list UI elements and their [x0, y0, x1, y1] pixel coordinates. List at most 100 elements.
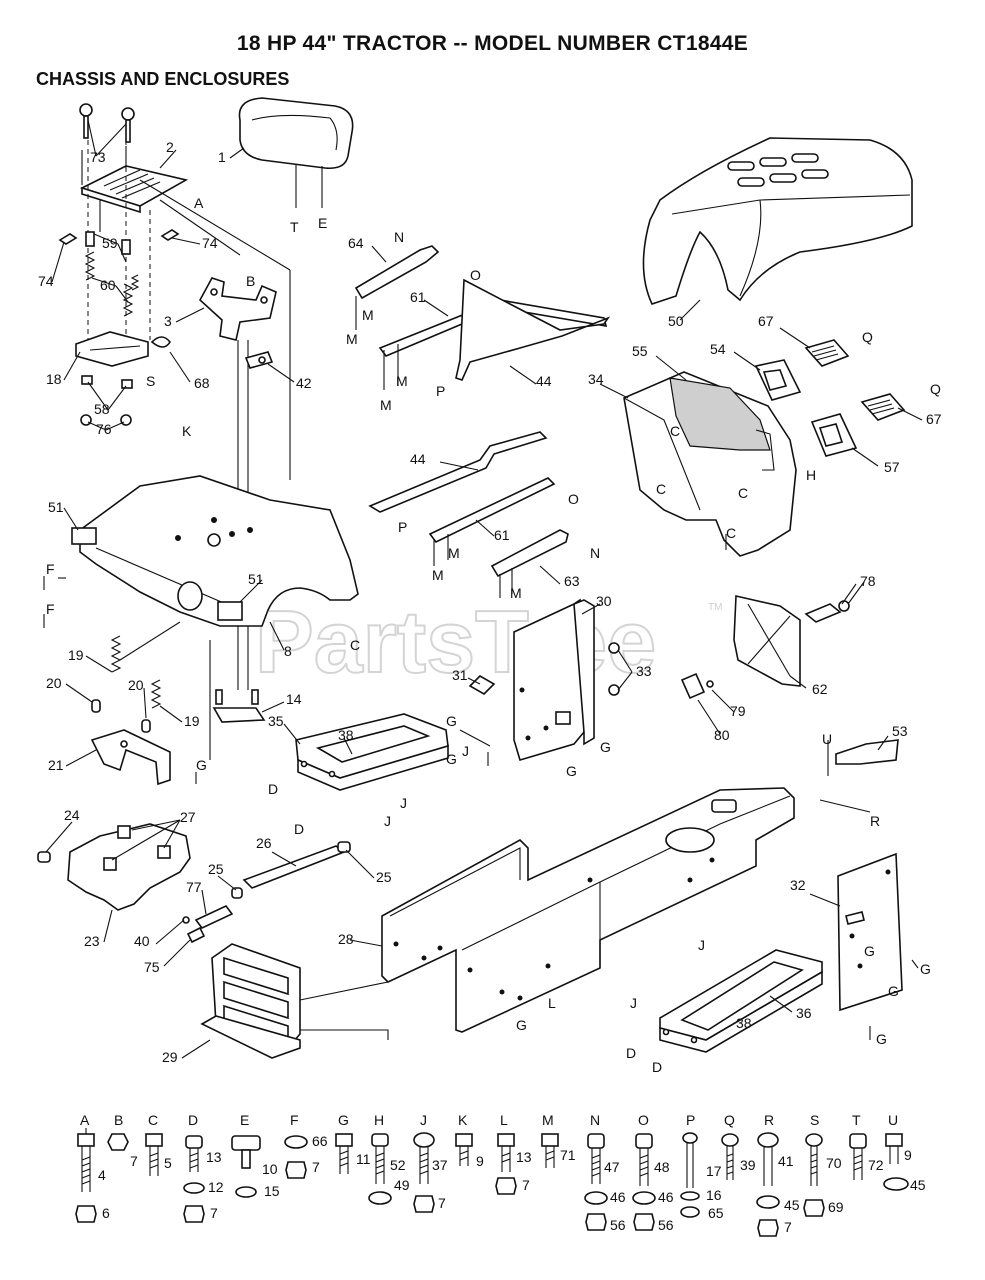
callout: 14	[286, 691, 302, 707]
key-part-number: 4	[98, 1167, 106, 1183]
callout-numbers: 1 2 3 8 14 18 19 19 20 20 21 23 24 25 25…	[38, 139, 942, 1065]
callout: 20	[46, 675, 62, 691]
ref-letter: J	[462, 743, 469, 759]
main-frame-part	[299, 787, 795, 1040]
callout: 58	[94, 401, 110, 417]
key-part-number: 46	[610, 1189, 626, 1205]
key-part-number: 17	[706, 1163, 722, 1179]
key-part-number: 16	[706, 1187, 722, 1203]
upper-brackets-part	[354, 245, 611, 390]
key-part-number: 37	[432, 1157, 448, 1173]
pedal-plate-part	[58, 103, 291, 480]
callout: 80	[714, 727, 730, 743]
key-part-number: 65	[708, 1205, 724, 1221]
callout: 73	[90, 149, 106, 165]
dash-trim-parts	[754, 339, 906, 457]
key-letter: G	[338, 1112, 349, 1128]
key-col-S	[803, 1133, 825, 1217]
hood-part	[642, 137, 913, 305]
key-col-C	[145, 1133, 163, 1176]
callout: 27	[180, 809, 196, 825]
key-col-G	[335, 1133, 353, 1174]
key-col-K	[455, 1133, 473, 1166]
key-col-E	[231, 1135, 261, 1198]
callout: 19	[68, 647, 84, 663]
ref-letter: G	[888, 983, 899, 999]
key-col-R	[756, 1132, 780, 1237]
ref-letter: D	[652, 1059, 662, 1075]
key-col-J	[413, 1132, 435, 1213]
callout: 67	[926, 411, 942, 427]
ref-letter: K	[182, 423, 192, 439]
key-col-D	[183, 1135, 205, 1223]
right-side-panel-part	[837, 852, 903, 1012]
key-part-number: 47	[604, 1159, 620, 1175]
callout: 24	[64, 807, 80, 823]
fender-part	[71, 475, 359, 760]
callout: 42	[296, 375, 312, 391]
key-part-number: 15	[264, 1183, 280, 1199]
key-col-B	[107, 1133, 129, 1151]
key-part-number: 70	[826, 1155, 842, 1171]
key-part-number: 69	[828, 1199, 844, 1215]
callout: 20	[128, 677, 144, 693]
front-bumper-part	[200, 943, 301, 1059]
key-part-number: 71	[560, 1147, 576, 1163]
ref-letter: C	[656, 481, 666, 497]
key-letter: A	[80, 1112, 90, 1128]
key-part-number: 49	[394, 1177, 410, 1193]
callout: 74	[202, 235, 218, 251]
ref-letter: C	[738, 485, 748, 501]
callout: 33	[636, 663, 652, 679]
callout: 54	[710, 341, 726, 357]
diagram-title: 18 HP 44" TRACTOR -- MODEL NUMBER CT1844…	[236, 32, 749, 55]
ref-letter: G	[446, 751, 457, 767]
key-letter: K	[458, 1112, 468, 1128]
key-letter: U	[888, 1112, 898, 1128]
callout: 61	[410, 289, 426, 305]
callout: 18	[46, 371, 62, 387]
ref-letter: O	[470, 267, 481, 283]
key-part-number: 7	[438, 1195, 446, 1211]
key-letter: E	[240, 1112, 249, 1128]
ref-letter: M	[510, 585, 522, 601]
key-part-number: 56	[658, 1217, 674, 1233]
callout: 74	[38, 273, 54, 289]
ref-letter: M	[380, 397, 392, 413]
key-letter: P	[686, 1112, 695, 1128]
ref-letter: S	[146, 373, 155, 389]
callout: 25	[208, 861, 224, 877]
key-part-number: 9	[476, 1153, 484, 1169]
key-letter: S	[810, 1112, 819, 1128]
callout: 35	[268, 713, 284, 729]
key-letter: R	[764, 1112, 774, 1128]
callout: 32	[790, 877, 806, 893]
ref-letter: H	[806, 467, 816, 483]
key-part-number: 56	[610, 1217, 626, 1233]
callout: 25	[376, 869, 392, 885]
ref-letter: N	[590, 545, 600, 561]
ref-letter: P	[398, 519, 407, 535]
callout: 67	[758, 313, 774, 329]
right-footrest-part	[659, 949, 823, 1053]
ref-letter: G	[446, 713, 457, 729]
ref-letter: M	[448, 545, 460, 561]
ref-letter: C	[670, 423, 680, 439]
ref-letter: G	[516, 1017, 527, 1033]
callout: 26	[256, 835, 272, 851]
ref-letter: T	[290, 219, 299, 235]
seat-part	[238, 97, 354, 208]
key-letter: N	[590, 1112, 600, 1128]
key-part-number: 13	[516, 1149, 532, 1165]
ref-letter: J	[630, 995, 637, 1011]
callout: 19	[184, 713, 200, 729]
callout: 57	[884, 459, 900, 475]
leader-lines	[45, 119, 923, 1059]
key-part-number: 48	[654, 1159, 670, 1175]
key-letter: B	[114, 1112, 123, 1128]
ref-letter: N	[394, 229, 404, 245]
callout: 2	[166, 139, 174, 155]
key-part-number: 7	[522, 1177, 530, 1193]
key-letter: H	[374, 1112, 384, 1128]
